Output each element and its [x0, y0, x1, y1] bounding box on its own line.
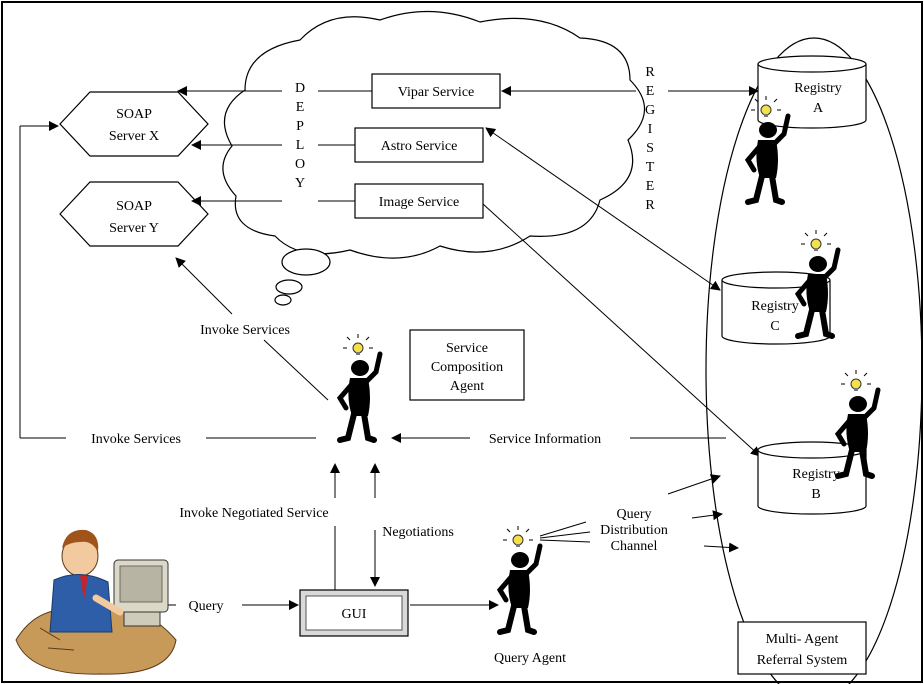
image-service-box: Image Service	[354, 183, 484, 219]
registry-a-line1: Registry	[794, 81, 841, 96]
registry-a: Registry A	[757, 55, 867, 129]
channel-arrow-1	[667, 474, 721, 495]
registry-b-line1: Registry	[792, 467, 839, 482]
gui-label: GUI	[342, 607, 367, 622]
registry-c-line1: Registry	[751, 299, 798, 314]
invoke-services-upper-line	[263, 339, 329, 401]
deploy-letter: D	[295, 81, 305, 96]
query-channel-line3: Channel	[611, 539, 658, 554]
channel-arrow-2	[691, 510, 723, 521]
soap-server-x-line2: Server X	[109, 129, 159, 144]
image-service-label: Image Service	[379, 195, 459, 210]
registry-a-line2: A	[813, 101, 824, 116]
register-letter: S	[646, 141, 654, 156]
channel-arrow-3	[703, 542, 739, 553]
invoke-services-upper-arrow	[175, 257, 233, 315]
astro-service-label: Astro Service	[381, 139, 458, 154]
soap-server-y: SOAP Server Y	[59, 181, 209, 247]
register-letter: G	[645, 103, 655, 118]
soap-server-y-line2: Server Y	[109, 221, 159, 236]
query-agent-label: Query Agent	[494, 651, 566, 666]
referral-system-ellipse	[705, 37, 923, 684]
deploy-letter: E	[296, 100, 305, 115]
user-computer-icon	[15, 529, 177, 675]
registry-c: Registry C	[721, 271, 831, 345]
register-arrow-image	[482, 203, 761, 457]
referral-line2: Referral System	[757, 653, 848, 668]
sca-line3: Agent	[450, 379, 484, 394]
broadcast-lines	[539, 521, 591, 543]
register-letter: T	[646, 160, 655, 175]
invoke-services-lower-label: Invoke Services	[91, 432, 181, 447]
deploy-letter: P	[296, 119, 304, 134]
query-agent-icon	[500, 526, 540, 632]
soap-server-x-line1: SOAP	[116, 107, 152, 122]
sca-line2: Composition	[431, 360, 503, 375]
service-composition-agent-box: Service Composition Agent	[409, 329, 525, 401]
astro-service-box: Astro Service	[354, 127, 484, 163]
register-label: R E G I S T E R	[645, 65, 655, 213]
deploy-label: D E P L O Y	[295, 81, 305, 191]
registry-c-line2: C	[770, 319, 779, 334]
query-channel-line1: Query	[617, 507, 652, 522]
service-composition-agent-icon	[340, 334, 380, 440]
multi-agent-referral-box: Multi- Agent Referral System	[737, 621, 867, 675]
referral-line1: Multi- Agent	[766, 632, 839, 647]
deploy-letter: L	[296, 138, 305, 153]
vipar-service-label: Vipar Service	[398, 85, 475, 100]
registry-b-line2: B	[811, 487, 820, 502]
invoke-negotiated-service-label: Invoke Negotiated Service	[179, 506, 328, 521]
register-letter: E	[646, 179, 655, 194]
sca-line1: Service	[446, 341, 488, 356]
register-letter: R	[645, 198, 655, 213]
invoke-services-upper-label: Invoke Services	[200, 323, 290, 338]
vipar-service-box: Vipar Service	[371, 73, 501, 109]
register-letter: R	[645, 65, 655, 80]
soap-server-y-line1: SOAP	[116, 199, 152, 214]
deploy-letter: O	[295, 157, 305, 172]
register-letter: E	[646, 84, 655, 99]
service-information-label: Service Information	[489, 432, 601, 447]
register-letter: I	[648, 122, 653, 137]
register-arrow-astro	[485, 127, 721, 291]
query-label: Query	[189, 599, 224, 614]
soap-server-x: SOAP Server X	[59, 91, 209, 157]
query-channel-line2: Distribution	[600, 523, 668, 538]
deploy-letter: Y	[295, 176, 305, 191]
negotiations-label: Negotiations	[382, 525, 454, 540]
gui-box: GUI	[299, 589, 409, 637]
